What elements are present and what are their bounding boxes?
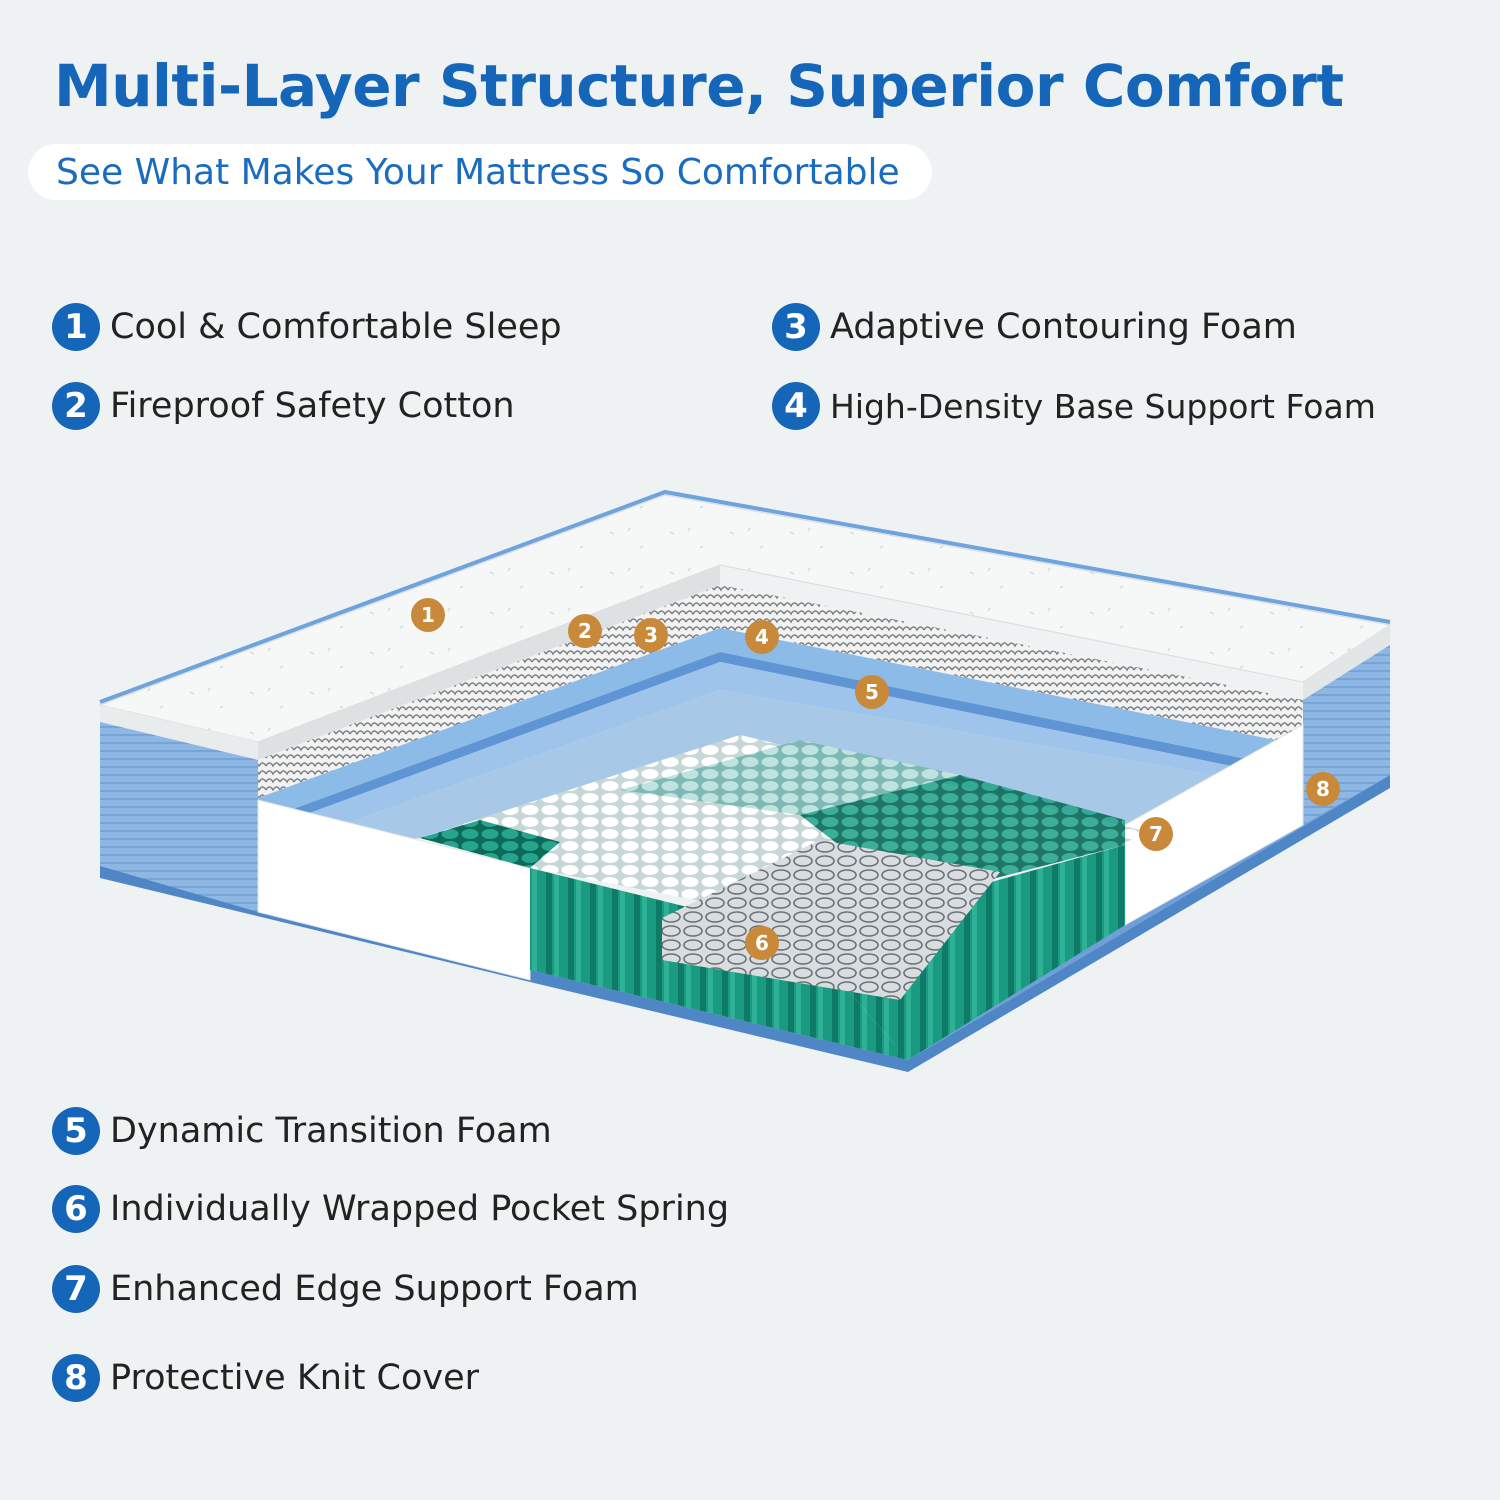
number-badge: 4 (772, 382, 820, 430)
svg-text:8: 8 (1316, 777, 1330, 801)
svg-text:6: 6 (755, 931, 769, 955)
page-title: Multi-Layer Structure, Superior Comfort (54, 52, 1344, 120)
feature-item-3: 3 Adaptive Contouring Foam (772, 303, 1297, 351)
feature-item-7: 7 Enhanced Edge Support Foam (52, 1265, 639, 1313)
svg-text:2: 2 (578, 619, 592, 643)
number-badge: 1 (52, 303, 100, 351)
svg-text:7: 7 (1149, 822, 1163, 846)
subtitle-pill: See What Makes Your Mattress So Comforta… (28, 144, 932, 200)
number-badge: 3 (772, 303, 820, 351)
mattress-cutaway-diagram: 1 2 3 4 5 6 7 8 (98, 489, 1392, 1072)
svg-text:5: 5 (865, 680, 879, 704)
feature-label: High-Density Base Support Foam (830, 386, 1376, 426)
feature-item-4: 4 High-Density Base Support Foam (772, 382, 1376, 430)
feature-label: Protective Knit Cover (110, 1358, 480, 1398)
number-badge: 5 (52, 1107, 100, 1155)
number-badge: 6 (52, 1185, 100, 1233)
feature-label: Fireproof Safety Cotton (110, 386, 515, 426)
svg-text:3: 3 (644, 623, 658, 647)
number-badge: 8 (52, 1354, 100, 1402)
svg-text:1: 1 (421, 603, 435, 627)
feature-item-5: 5 Dynamic Transition Foam (52, 1107, 552, 1155)
feature-label: Dynamic Transition Foam (110, 1111, 552, 1151)
feature-item-6: 6 Individually Wrapped Pocket Spring (52, 1185, 729, 1233)
layer-marker-5: 5 (855, 675, 889, 709)
number-badge: 7 (52, 1265, 100, 1313)
feature-label: Individually Wrapped Pocket Spring (110, 1189, 730, 1229)
subtitle-text: See What Makes Your Mattress So Comforta… (56, 151, 900, 193)
number-badge: 2 (52, 382, 100, 430)
svg-text:4: 4 (755, 625, 769, 649)
layer-marker-4: 4 (745, 620, 779, 654)
feature-label: Enhanced Edge Support Foam (110, 1269, 639, 1309)
layer-marker-1: 1 (411, 598, 445, 632)
feature-item-8: 8 Protective Knit Cover (52, 1354, 479, 1402)
feature-item-1: 1 Cool & Comfortable Sleep (52, 303, 562, 351)
layer-marker-2: 2 (568, 614, 602, 648)
feature-item-2: 2 Fireproof Safety Cotton (52, 382, 515, 430)
layer-marker-8: 8 (1306, 772, 1340, 806)
layer-marker-7: 7 (1139, 817, 1173, 851)
feature-label: Adaptive Contouring Foam (830, 307, 1297, 347)
layer-marker-3: 3 (634, 618, 668, 652)
layer-marker-6: 6 (745, 926, 779, 960)
feature-label: Cool & Comfortable Sleep (110, 307, 562, 347)
